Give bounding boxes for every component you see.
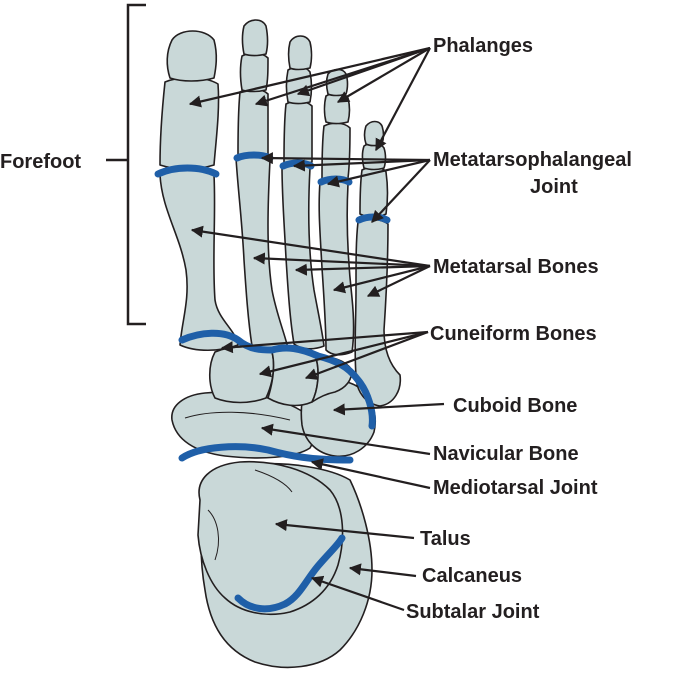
label-forefoot: Forefoot xyxy=(0,151,81,173)
label-calcaneus: Calcaneus xyxy=(422,565,522,587)
talus-bone xyxy=(198,462,343,615)
forefoot-bracket xyxy=(106,5,146,324)
proximal-phalanx-4 xyxy=(322,123,350,181)
proximal-phalanx-1 xyxy=(160,78,219,169)
label-mediotarsal-joint: Mediotarsal Joint xyxy=(433,477,598,499)
middle-phalanx-3 xyxy=(287,67,312,103)
label-subtalar-joint: Subtalar Joint xyxy=(406,601,540,623)
proximal-phalanx-3 xyxy=(284,101,312,165)
metatarsal-1 xyxy=(160,170,238,351)
label-metatarsophalangeal: Metatarsophalangeal xyxy=(433,149,632,171)
label-talus: Talus xyxy=(420,528,471,550)
metatarsal-5 xyxy=(355,219,400,406)
metatarsal-3 xyxy=(282,163,324,349)
label-cuneiform-bones: Cuneiform Bones xyxy=(430,323,597,345)
middle-phalanx-5 xyxy=(363,143,386,169)
proximal-phalanx-2 xyxy=(238,89,268,157)
distal-phalanx-2 xyxy=(243,20,268,56)
label-navicular-bone: Navicular Bone xyxy=(433,443,579,465)
medial-cuneiform xyxy=(210,347,274,403)
label-metatarsophalangeal-joint: Joint xyxy=(530,176,578,198)
label-phalanges: Phalanges xyxy=(433,35,533,57)
label-cuboid-bone: Cuboid Bone xyxy=(453,395,577,417)
metatarsal-4 xyxy=(319,179,353,355)
label-metatarsal-bones: Metatarsal Bones xyxy=(433,256,599,278)
distal-phalanx-3 xyxy=(289,36,312,70)
distal-phalanx-1 xyxy=(167,31,216,81)
metatarsal-2 xyxy=(236,155,288,351)
intermediate-cuneiform xyxy=(268,350,318,405)
